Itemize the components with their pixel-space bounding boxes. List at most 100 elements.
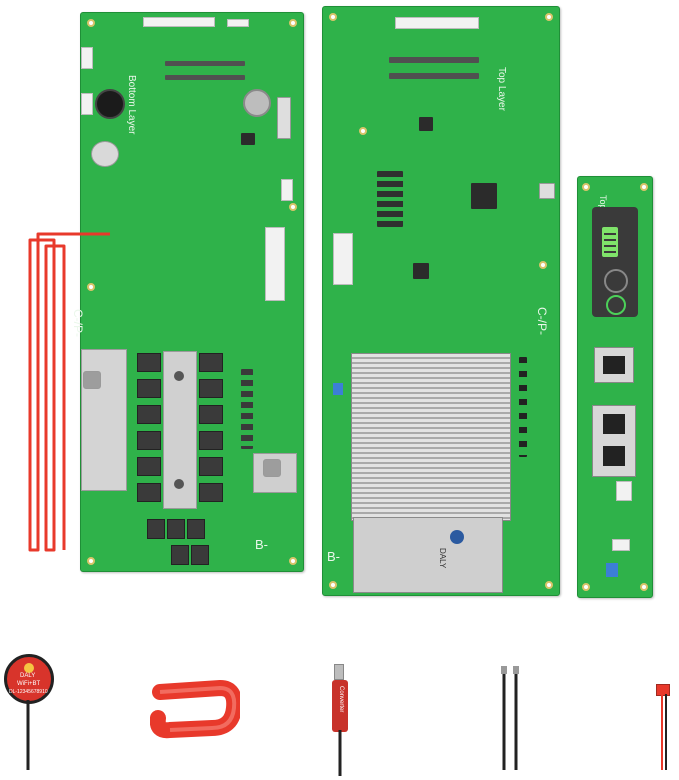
mounting-hole [289,557,297,565]
top-header-connector [395,17,479,29]
battery-indicator-icon [602,227,618,257]
terminal-screw [263,459,281,477]
microcontroller [471,183,497,209]
ic-chip [377,171,403,227]
small-header [281,179,293,201]
mosfet [199,379,223,398]
mounting-hole [329,13,337,21]
round-component [91,141,119,167]
mosfet [137,431,161,450]
wifi-module-brand: DALY [20,673,36,679]
daly-brand-text: DALY [438,548,447,569]
mosfet [137,483,161,502]
c-p-label: C-/P- [535,307,549,335]
mounting-hole [582,183,590,191]
mosfet [199,457,223,476]
ribbon-cable [150,680,240,739]
communication-board: Top [577,176,653,598]
mounting-hole [640,183,648,191]
rj45-port-double [592,405,636,477]
ic-chip [413,263,429,279]
daly-logo-icon [450,530,464,544]
bms-board-top-layer: Top Layer C-/P- DALY B- [322,6,560,596]
mounting-hole [359,127,367,135]
coin-battery [243,89,271,117]
small-connector [227,19,249,27]
b-minus-label: B- [255,537,268,552]
power-button-icon [604,269,628,293]
aluminum-heatsink [351,353,511,521]
mosfet [191,545,209,565]
component-row [389,73,479,79]
rj45-socket-icon [603,446,625,466]
mosfet [137,457,161,476]
left-header [333,233,353,285]
switch-cable [661,694,667,770]
wifi-module-text: WiFi+BT [17,681,41,687]
wifi-module-serial: DL-12345678910 [9,689,48,695]
terminal-screw [83,371,101,389]
ntc-temperature-probes [501,666,519,770]
screw [174,479,184,489]
ic-chip [419,117,433,131]
bottom-layer-label: Bottom Layer [126,75,137,135]
side-connector [81,93,93,115]
mounting-hole [329,581,337,589]
mounting-hole [539,261,547,269]
wifi-module-cable [26,700,30,770]
component-row [165,61,245,66]
mosfet [187,519,205,539]
mounting-hole [87,19,95,27]
screw [174,371,184,381]
ic-chip [241,133,255,145]
mounting-hole [289,19,297,27]
mosfet [147,519,165,539]
mosfet [167,519,185,539]
mounting-hole [289,203,297,211]
mosfet [137,353,161,372]
usb-converter: Converter [332,680,348,732]
usb-connector [334,664,344,680]
ic-chip [539,183,555,199]
power-switch-module [592,207,638,317]
mosfet [171,545,189,565]
dry-contact-terminal [616,481,632,501]
reset-icon [606,295,626,315]
mounting-hole [640,583,648,591]
top-header-connector [143,17,215,27]
daly-logo-icon [24,663,34,673]
blue-button [333,383,343,395]
buzzer [95,89,125,119]
resistor-column [241,369,253,449]
mosfet [199,483,223,502]
usb-converter-brand: Converter [338,686,344,713]
mosfet [199,431,223,450]
daly-label-plate: DALY [353,517,503,593]
mosfet [137,379,161,398]
wifi-bluetooth-module: DALY WiFi+BT DL-12345678910 [4,654,54,704]
mounting-hole [87,283,95,291]
mosfet [199,353,223,372]
component-column [519,357,527,457]
component-row [165,75,245,80]
rj45-socket-icon [603,414,625,434]
mounting-hole [582,583,590,591]
temperature-sensor-wire [28,232,110,552]
rj45-socket-icon [603,356,625,374]
blue-switch [606,563,618,577]
mounting-hole [545,13,553,21]
top-layer-label: Top Layer [496,67,507,111]
bms-board-bottom-layer: Bottom Layer C-/P- B- [71,12,304,572]
usb-cable [338,730,342,776]
vertical-connector [265,227,285,301]
ic-chip [277,97,291,139]
small-terminal [612,539,630,551]
mounting-hole [545,581,553,589]
mounting-hole [87,557,95,565]
component-row [389,57,479,63]
mosfet [199,405,223,424]
b-minus-label: B- [327,549,340,564]
side-connector [81,47,93,69]
mosfet [137,405,161,424]
rj45-port [594,347,634,383]
